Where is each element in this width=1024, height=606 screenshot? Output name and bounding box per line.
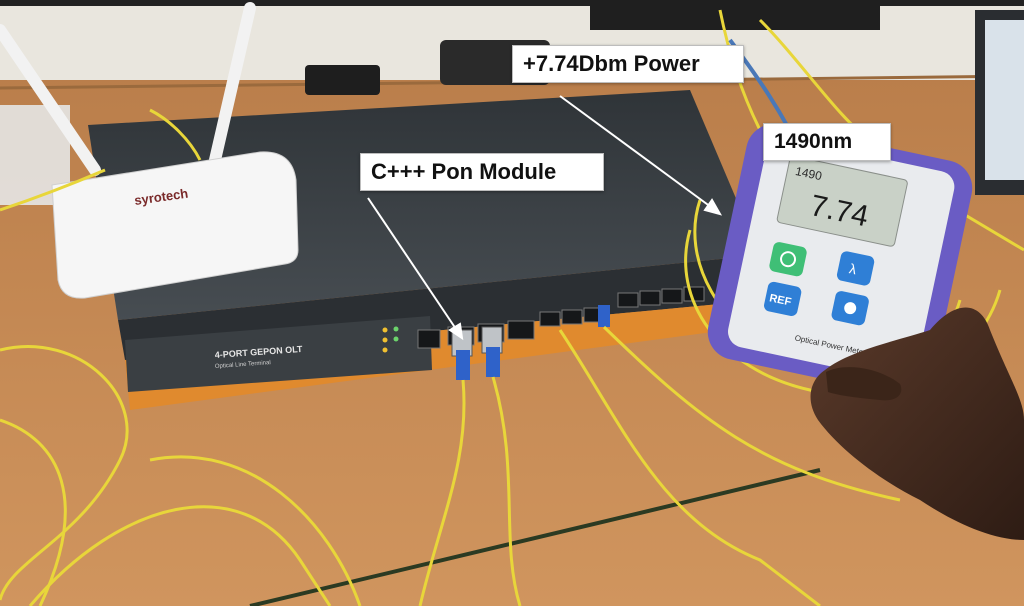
ethernet-port [561, 309, 583, 325]
ethernet-port [639, 290, 661, 306]
ref-button-label: REF [768, 292, 792, 308]
router-antenna [0, 24, 101, 176]
laptop-screen [985, 20, 1024, 180]
background-plug [305, 65, 380, 95]
meter-top-reading: 1490 [794, 164, 823, 183]
fiber-cable [558, 329, 821, 606]
callout-module: C+++ Pon Module [360, 153, 604, 191]
ethernet-port [661, 288, 683, 304]
sc-connector [598, 305, 610, 327]
status-led [393, 326, 399, 332]
olt-front-band [125, 316, 432, 392]
fiber-cable [0, 418, 67, 606]
router-body [51, 151, 299, 299]
status-led [382, 347, 388, 353]
meter-lcd [776, 155, 908, 247]
lambda-button [836, 251, 875, 286]
lambda-icon: λ [848, 260, 858, 277]
light-icon [844, 302, 857, 315]
fiber-cable [0, 168, 106, 212]
ethernet-port [617, 292, 639, 308]
router-antenna [209, 2, 256, 166]
pointer-module [367, 197, 459, 333]
pointer-power [559, 95, 716, 211]
ref-button [764, 281, 802, 317]
pointer-power-arrowhead [703, 198, 723, 216]
fiber-cable [418, 379, 466, 606]
ethernet-port [539, 311, 561, 327]
background-monitor [590, 0, 880, 30]
status-led [382, 327, 388, 333]
fiber-cable [28, 505, 332, 606]
table-edge-line [249, 468, 821, 606]
fiber-cable [602, 325, 901, 502]
thumb [826, 367, 902, 401]
fiber-cable [0, 345, 129, 601]
sc-connector [456, 350, 470, 380]
optical-power-meter: 1490 7.74 λ REF Optical Power Meter [707, 123, 973, 397]
hand [810, 307, 1024, 540]
status-leds [382, 326, 399, 353]
top-edge-shadow [0, 0, 1024, 6]
olt-device: 4-PORT GEPON OLT Optical Line Terminal [88, 90, 765, 410]
power-button [769, 242, 807, 277]
sfp-port [507, 320, 535, 340]
fiber-cable [149, 108, 202, 161]
callout-wavelength: 1490nm [763, 123, 891, 161]
fiber-cable [491, 376, 522, 606]
pointer-module-arrowhead [448, 322, 464, 341]
router-brand: syrotech [133, 186, 189, 208]
sfp-port [417, 329, 441, 349]
fiber-cable [149, 455, 362, 606]
power-icon [780, 251, 797, 268]
status-led [393, 336, 399, 342]
callout-pointers [367, 95, 723, 341]
router: syrotech [0, 2, 299, 299]
callout-power: +7.74Dbm Power [512, 45, 744, 83]
olt-sublabel: Optical Line Terminal [215, 360, 271, 370]
sc-connector [486, 347, 500, 377]
status-led [382, 337, 388, 343]
